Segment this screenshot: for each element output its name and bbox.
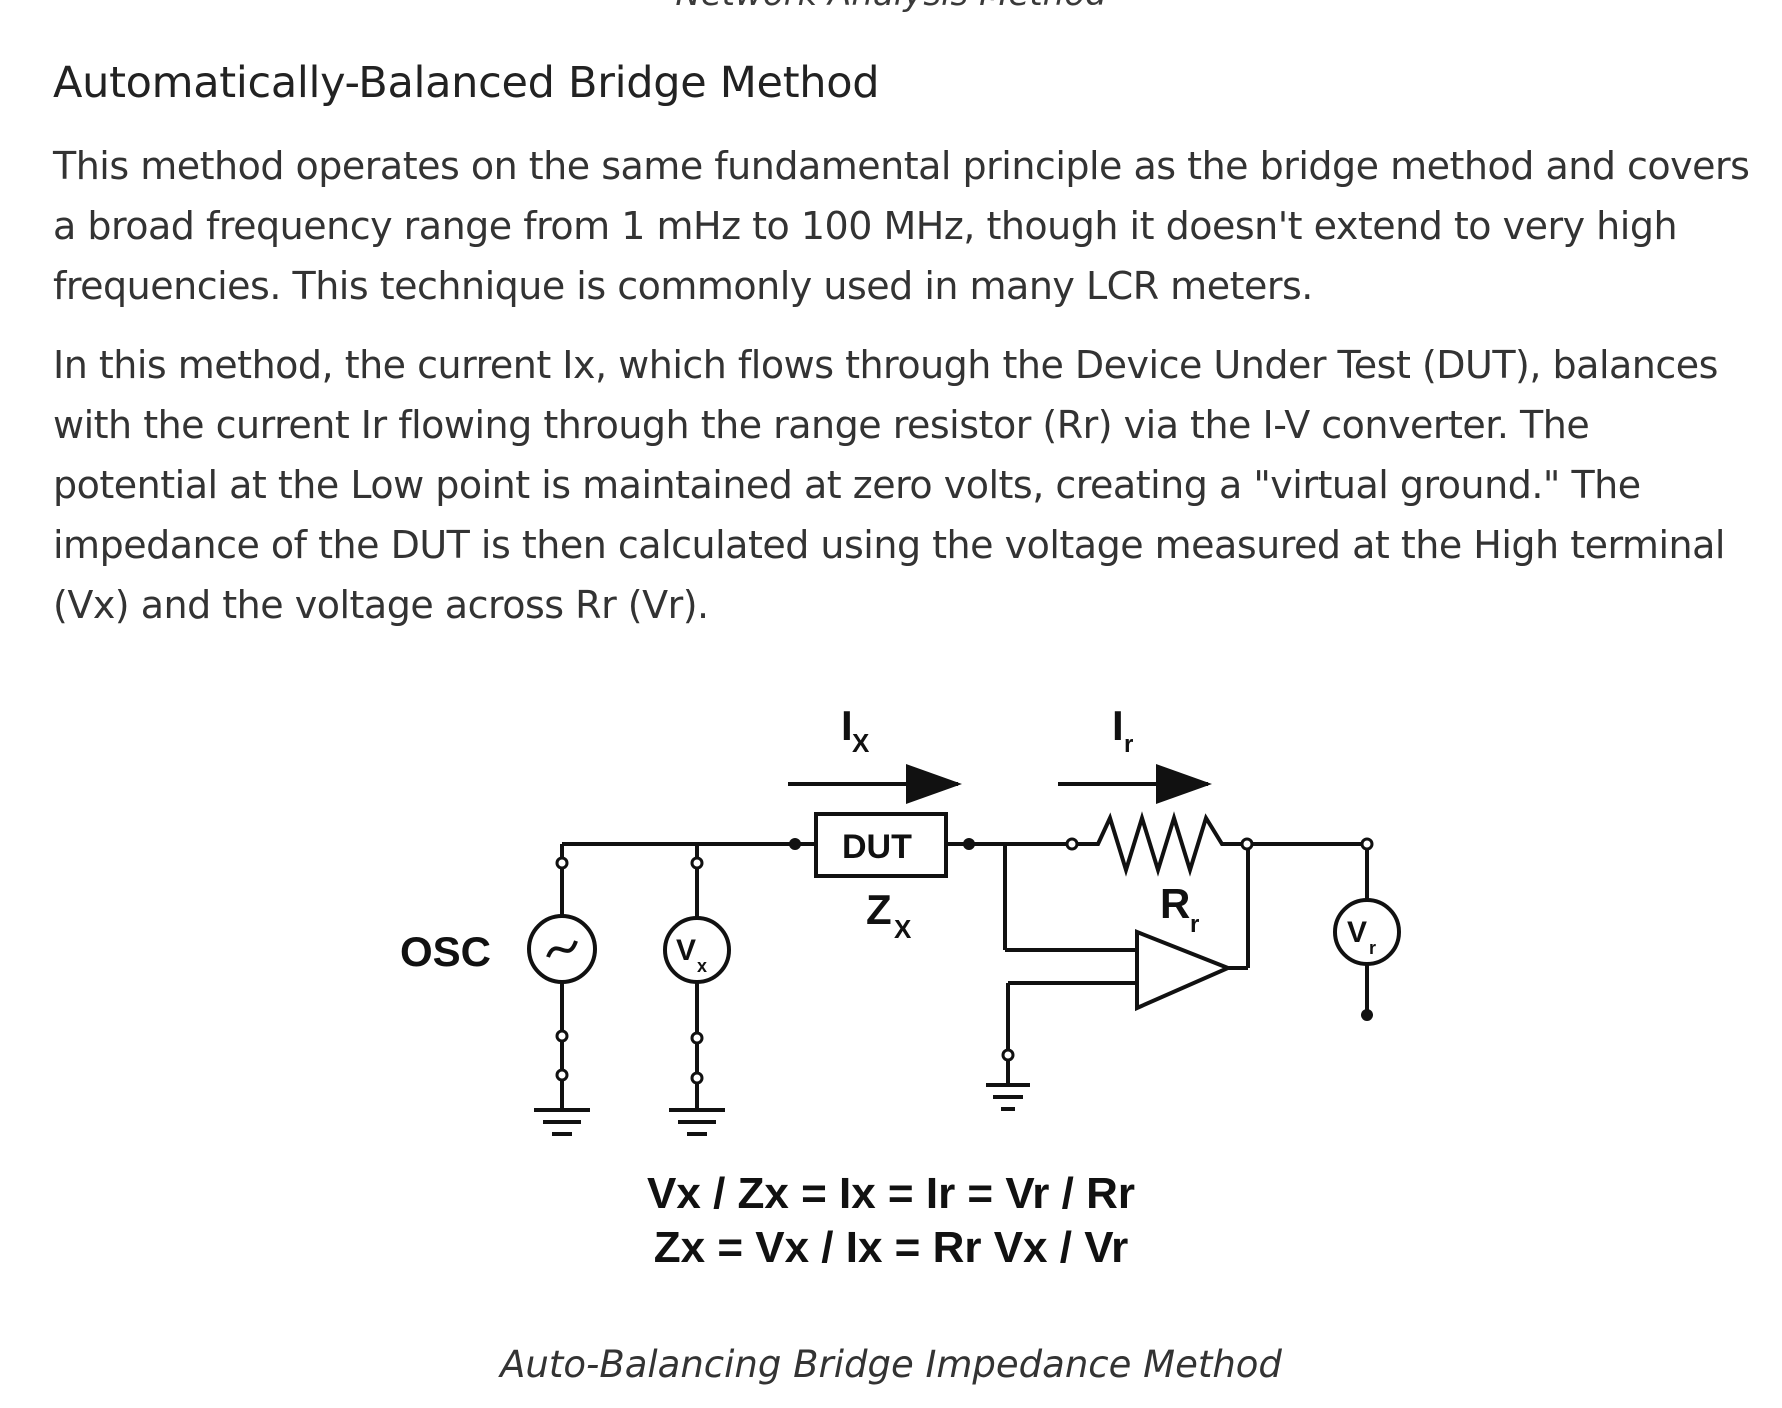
rr-label: R — [1160, 880, 1190, 927]
dut-label: DUT — [842, 828, 912, 866]
op-amp — [1135, 929, 1234, 1012]
auto-balancing-bridge-diagram: OSC DUT I X I r Z X R r V x V r Vx / Zx … — [400, 702, 1401, 1272]
rr-sub: r — [1190, 911, 1199, 938]
figure-caption: Auto-Balancing Bridge Impedance Method — [500, 1343, 1282, 1386]
ir-label: I — [1112, 702, 1124, 749]
ir-sub: r — [1124, 731, 1133, 758]
paragraph-method: In this method, the current Ix, which fl… — [53, 343, 1725, 627]
ix-label: I — [841, 702, 853, 749]
zx-label: Z — [866, 886, 892, 933]
ix-sub: X — [852, 728, 870, 758]
previous-figure-caption: Network Analysis Method — [0, 0, 1782, 14]
vx-sub: x — [697, 956, 707, 976]
range-resistor — [1072, 811, 1247, 877]
vx-label: V — [676, 934, 696, 967]
paragraph-intro: This method operates on the same fundame… — [53, 144, 1750, 308]
equation-2: Zx = Vx / Ix = Rr Vx / Vr — [654, 1223, 1128, 1272]
osc-label: OSC — [400, 928, 491, 975]
vr-sub: r — [1369, 938, 1376, 958]
vr-label: V — [1347, 916, 1367, 949]
zx-sub: X — [894, 914, 912, 944]
circuit-figure: OSC DUT I X I r Z X R r V x V r Vx / Zx … — [0, 660, 1782, 1320]
section-heading: Automatically-Balanced Bridge Method — [53, 58, 880, 108]
equation-1: Vx / Zx = Ix = Ir = Vr / Rr — [647, 1169, 1135, 1218]
